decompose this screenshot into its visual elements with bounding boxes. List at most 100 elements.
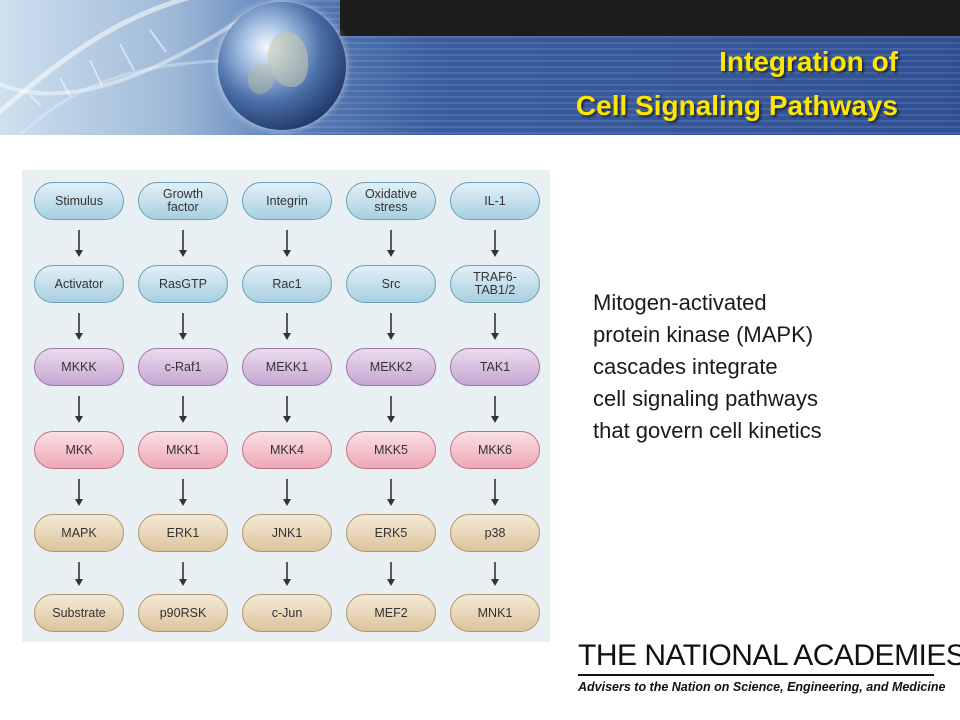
globe-graphic xyxy=(218,2,346,130)
national-academies-logo: THE NATIONAL ACADEMIES Advisers to the N… xyxy=(578,639,960,694)
pathway-node-label: MKK1 xyxy=(165,442,201,457)
arrow-head xyxy=(387,333,395,340)
pathway-node: Rac1 xyxy=(242,265,332,303)
pathway-node: MEF2 xyxy=(346,594,436,632)
pathway-node-label: Stimulus xyxy=(55,193,103,208)
pathway-node: JNK1 xyxy=(242,514,332,552)
title-line-1: Integration of xyxy=(719,46,898,77)
arrow-head xyxy=(283,416,291,423)
pathway-node-label: MKKK xyxy=(61,359,97,374)
header-banner: Integration of Cell Signaling Pathways xyxy=(0,0,960,135)
pathway-node-label: MKK5 xyxy=(373,442,409,457)
pathway-node: MKK5 xyxy=(346,431,436,469)
arrow-head xyxy=(387,499,395,506)
pathway-node-label: MKK xyxy=(65,442,93,457)
pathway-node-label: MKK6 xyxy=(477,442,513,457)
arrow-head xyxy=(75,579,83,586)
pathway-node-label: TAK1 xyxy=(479,359,511,374)
pathway-node: p90RSK xyxy=(138,594,228,632)
pathway-node-label: Rac1 xyxy=(272,276,302,291)
pathway-node: MKK6 xyxy=(450,431,540,469)
pathway-node: ERK5 xyxy=(346,514,436,552)
arrow-head xyxy=(179,416,187,423)
arrow-head xyxy=(179,250,187,257)
pathway-node: IL-1 xyxy=(450,182,540,220)
pathway-node: MKK xyxy=(34,431,124,469)
pathway-node: Activator xyxy=(34,265,124,303)
pathway-node: Integrin xyxy=(242,182,332,220)
arrow-head xyxy=(387,579,395,586)
pathway-node: MKKK xyxy=(34,348,124,386)
description-line: Mitogen-activated xyxy=(593,290,767,315)
pathway-node: Substrate xyxy=(34,594,124,632)
pathway-node-label: MEF2 xyxy=(374,605,408,620)
pathway-node: RasGTP xyxy=(138,265,228,303)
pathway-node-label: Activator xyxy=(54,276,104,291)
pathway-node: p38 xyxy=(450,514,540,552)
pathway-node: Oxidative stress xyxy=(346,182,436,220)
dna-helix-graphic xyxy=(0,0,261,135)
arrow-head xyxy=(491,333,499,340)
arrow-head xyxy=(283,499,291,506)
title-line-2: Cell Signaling Pathways xyxy=(575,90,898,121)
pathway-node-label: Oxidative stress xyxy=(364,187,418,214)
pathway-node-label: MEKK2 xyxy=(369,359,413,374)
description-line: cascades integrate xyxy=(593,354,778,379)
pathway-node-label: Src xyxy=(381,276,401,291)
pathway-node: Stimulus xyxy=(34,182,124,220)
pathway-node-label: p38 xyxy=(484,525,506,540)
pathway-node-label: TRAF6- TAB1/2 xyxy=(473,270,517,297)
pathway-node-label: Integrin xyxy=(266,193,308,208)
arrow-head xyxy=(75,416,83,423)
logo-tagline: Advisers to the Nation on Science, Engin… xyxy=(578,680,946,694)
mapk-description: Mitogen-activated protein kinase (MAPK) ca… xyxy=(593,287,933,447)
arrow-head xyxy=(283,579,291,586)
pathway-node-label: MKK4 xyxy=(269,442,305,457)
pathway-node-label: MEKK1 xyxy=(265,359,309,374)
arrow-head xyxy=(491,250,499,257)
pathway-node: Src xyxy=(346,265,436,303)
pathway-node: TRAF6- TAB1/2 xyxy=(450,265,540,303)
arrow-head xyxy=(179,499,187,506)
pathway-node-label: Substrate xyxy=(52,605,106,620)
pathway-node-label: Growth factor xyxy=(162,187,204,214)
cascade-arrows xyxy=(75,230,499,586)
pathway-node: TAK1 xyxy=(450,348,540,386)
pathway-node: ERK1 xyxy=(138,514,228,552)
pathway-node-label: c-Raf1 xyxy=(164,359,202,374)
pathway-node-label: ERK5 xyxy=(374,525,408,540)
description-line: that govern cell kinetics xyxy=(593,418,822,443)
arrow-head xyxy=(75,499,83,506)
logo-rule xyxy=(578,674,934,676)
pathway-node: c-Raf1 xyxy=(138,348,228,386)
logo-name: THE NATIONAL ACADEMIES xyxy=(578,639,960,672)
pathway-node-label: IL-1 xyxy=(484,193,506,208)
arrow-head xyxy=(491,416,499,423)
arrow-head xyxy=(283,333,291,340)
pathway-node-label: MNK1 xyxy=(477,605,513,620)
arrow-head xyxy=(75,250,83,257)
pathway-node: MKK4 xyxy=(242,431,332,469)
pathway-node-label: RasGTP xyxy=(159,276,207,291)
pathway-node: MNK1 xyxy=(450,594,540,632)
page-title: Integration of Cell Signaling Pathways xyxy=(576,40,898,128)
header-top-bar xyxy=(340,0,960,36)
arrow-head xyxy=(491,579,499,586)
arrow-head xyxy=(179,333,187,340)
pathway-node: Growth factor xyxy=(138,182,228,220)
pathway-node: c-Jun xyxy=(242,594,332,632)
pathway-node-label: MAPK xyxy=(61,525,97,540)
pathway-node: MKK1 xyxy=(138,431,228,469)
arrow-head xyxy=(387,416,395,423)
arrow-head xyxy=(179,579,187,586)
pathway-node-label: ERK1 xyxy=(166,525,200,540)
description-line: protein kinase (MAPK) xyxy=(593,322,814,347)
arrow-head xyxy=(387,250,395,257)
pathway-node: MAPK xyxy=(34,514,124,552)
pathway-node-label: c-Jun xyxy=(271,605,303,620)
arrow-head xyxy=(75,333,83,340)
description-line: cell signaling pathways xyxy=(593,386,819,411)
pathway-node-label: JNK1 xyxy=(271,525,303,540)
arrow-head xyxy=(283,250,291,257)
